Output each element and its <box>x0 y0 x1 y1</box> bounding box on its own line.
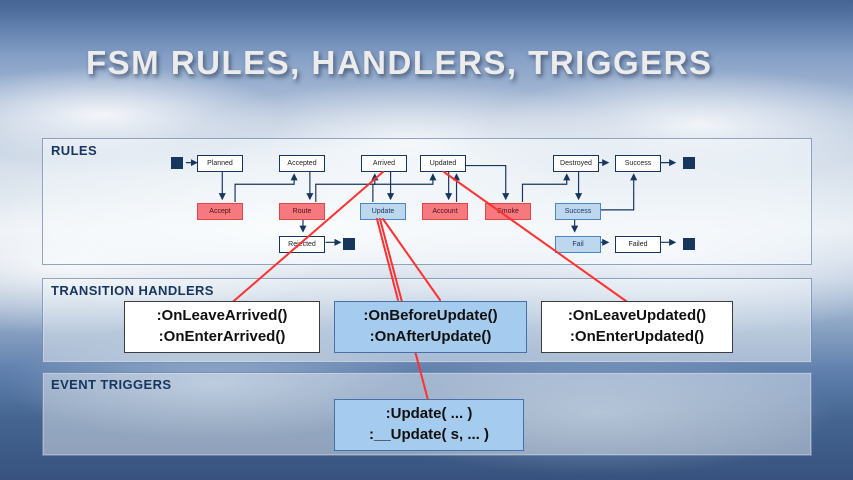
handler-line: :OnEnterUpdated() <box>569 327 705 345</box>
state-rejected: Rejected <box>279 236 325 253</box>
start-marker <box>171 157 183 169</box>
handler-line: :OnEnterArrived() <box>158 327 286 345</box>
action-update: Update <box>360 203 406 220</box>
handler-box-updated: :OnLeaveUpdated() :OnEnterUpdated() <box>541 301 733 353</box>
trigger-line: :__Update( s, ... ) <box>368 425 490 443</box>
event-triggers-label: EVENT TRIGGERS <box>51 377 172 392</box>
handler-line: :OnAfterUpdate() <box>369 327 492 345</box>
state-arrived: Arrived <box>361 155 407 172</box>
action-route: Route <box>279 203 325 220</box>
handler-box-update: :OnBeforeUpdate() :OnAfterUpdate() <box>334 301 527 353</box>
handler-line: :OnLeaveArrived() <box>156 307 288 324</box>
event-triggers-panel: EVENT TRIGGERS :Update( ... ) :__Update(… <box>42 372 812 456</box>
end-marker-failed <box>683 238 695 250</box>
rules-panel: RULES <box>42 138 812 265</box>
action-smoke: Smoke <box>485 203 531 220</box>
handler-box-arrived: :OnLeaveArrived() :OnEnterArrived() <box>124 301 320 353</box>
transition-handlers-label: TRANSITION HANDLERS <box>51 283 214 298</box>
state-success: Success <box>615 155 661 172</box>
state-updated: Updated <box>420 155 466 172</box>
end-marker-rejected <box>343 238 355 250</box>
state-planned: Planned <box>197 155 243 172</box>
state-failed: Failed <box>615 236 661 253</box>
trigger-box-update: :Update( ... ) :__Update( s, ... ) <box>334 399 524 451</box>
state-accepted: Accepted <box>279 155 325 172</box>
rules-panel-label: RULES <box>51 143 98 158</box>
action-fail: Fail <box>555 236 601 253</box>
end-marker-success <box>683 157 695 169</box>
action-accept: Accept <box>197 203 243 220</box>
state-destroyed: Destroyed <box>553 155 599 172</box>
trigger-line: :Update( ... ) <box>385 405 473 422</box>
action-account: Account <box>422 203 468 220</box>
action-success: Success <box>555 203 601 220</box>
slide-title: FSM RULES, HANDLERS, TRIGGERS <box>86 44 713 81</box>
transition-handlers-panel: TRANSITION HANDLERS :OnLeaveArrived() :O… <box>42 278 812 363</box>
handler-line: :OnLeaveUpdated() <box>567 307 707 324</box>
handler-line: :OnBeforeUpdate() <box>363 307 498 324</box>
